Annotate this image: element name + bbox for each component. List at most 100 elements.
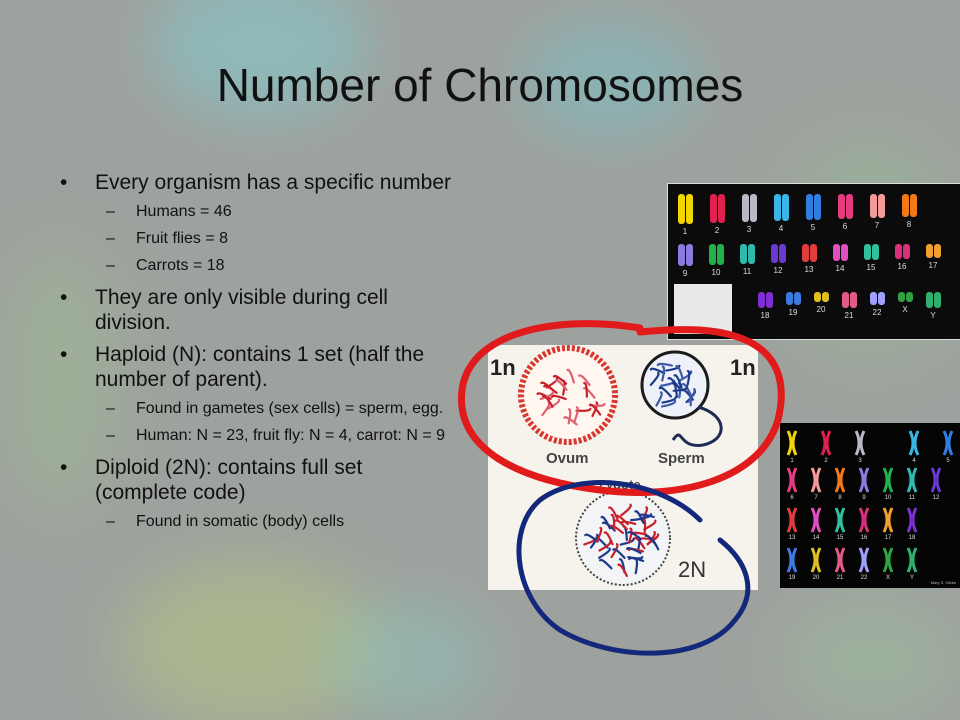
- sub-bullet-text: Carrots = 18: [136, 257, 225, 274]
- chromosome-number: 21: [837, 575, 844, 581]
- chromosome-pair: 2: [820, 430, 832, 464]
- chromosome-shape: [942, 430, 949, 456]
- chromosome-squiggle: [598, 547, 611, 559]
- chromosome-shape: [834, 467, 841, 493]
- chromosome-pair: 3: [854, 430, 866, 464]
- chromosome-pair: 21: [834, 547, 846, 581]
- chromosome-shape: [870, 194, 877, 218]
- chromosome-squiggle: [656, 362, 673, 367]
- chromosome-shape: [887, 547, 894, 573]
- chromosome-pair: 9: [678, 244, 693, 278]
- chromosome-squiggle: [644, 534, 658, 547]
- chromosome-shape: [833, 244, 840, 261]
- chromosome-pair: 19: [786, 292, 801, 317]
- chromosome-number: 5: [946, 458, 950, 464]
- chromosome-pair: Y: [926, 292, 941, 320]
- chromosome-shape: [839, 507, 846, 533]
- chromosome-number: 22: [873, 308, 882, 317]
- chromosome-shape: [709, 244, 716, 265]
- chromosome-shape: [802, 244, 809, 262]
- chromosome-shape: [863, 507, 870, 533]
- chromosome-number: 20: [813, 575, 820, 581]
- chromosome-shape: [791, 467, 798, 493]
- chromosome-squiggle: [649, 371, 660, 386]
- chromosome-shape: [794, 292, 801, 305]
- chromosome-squiggle: [578, 374, 591, 387]
- chromosome-squiggle: [633, 536, 646, 550]
- chromosome-number: 11: [743, 267, 752, 276]
- chromosome-pair: 5: [942, 430, 954, 464]
- chromosome-squiggle: [588, 403, 602, 416]
- chromosome-squiggle: [620, 503, 632, 517]
- chromosome-shape: [906, 547, 913, 573]
- chromosome-number: 19: [789, 575, 796, 581]
- bullet-item: Haploid (N): contains 1 set (half the nu…: [60, 342, 460, 392]
- chromosome-squiggle: [617, 563, 629, 578]
- chromosome-pair: 4: [774, 194, 789, 233]
- sperm-label: Sperm: [658, 450, 705, 467]
- chromosome-shape: [870, 292, 877, 305]
- chromosome-number: 14: [813, 535, 820, 541]
- chromosome-squiggle: [598, 540, 612, 552]
- chromosome-squiggle: [661, 396, 677, 404]
- chromosome-shape: [842, 292, 849, 308]
- chromosome-shape: [758, 292, 765, 308]
- chromosome-shape: [926, 292, 933, 308]
- image-credit: Mary S. Gibbs: [931, 580, 956, 585]
- chromosome-shape: [686, 244, 693, 266]
- chromosome-shape: [926, 244, 933, 258]
- chromosome-shape: [750, 194, 757, 222]
- chromosome-number: 2: [824, 458, 828, 464]
- chromosome-number: 2: [715, 226, 720, 235]
- chromosome-squiggle: [600, 515, 611, 530]
- ovum-cell: [518, 345, 618, 445]
- chromosome-number: 6: [843, 222, 848, 231]
- chromosome-number: 10: [885, 495, 892, 501]
- slide-title: Number of Chromosomes: [216, 59, 744, 111]
- chromosome-pair: 16: [895, 244, 910, 271]
- chromosome-shape: [908, 430, 915, 456]
- chromosome-shape: [930, 467, 937, 493]
- chromosome-shape: [815, 547, 822, 573]
- chromosome-number: 12: [933, 495, 940, 501]
- chromosome-number: 13: [789, 535, 796, 541]
- chromosome-squiggle: [619, 537, 635, 546]
- blue-annotation-circle: [516, 480, 751, 656]
- chromosome-pair: 10: [882, 467, 894, 501]
- chromosome-shape: [810, 467, 817, 493]
- sub-bullet-text: Humans = 46: [136, 203, 232, 220]
- chromosome-shape: [859, 430, 866, 456]
- chromosome-squiggle: [687, 388, 696, 403]
- chromosome-squiggle: [589, 533, 599, 549]
- bullet-item: They are only visible during cell divisi…: [60, 285, 460, 335]
- chromosome-pair: 8: [902, 194, 917, 229]
- chromosome-number: 17: [929, 261, 938, 270]
- chromosome-squiggle: [563, 416, 578, 426]
- sub-bullet-item: –Humans = 46: [60, 202, 460, 221]
- chromosome-pair: 18: [906, 507, 918, 541]
- chromosome-number: 11: [909, 495, 916, 501]
- chromosome-shape: [782, 194, 789, 221]
- chromosome-number: 17: [885, 535, 892, 541]
- chromosome-squiggle: [646, 533, 660, 546]
- chromosome-shape: [786, 467, 793, 493]
- chromosome-pair: 10: [709, 244, 724, 277]
- sub-bullet-item: –Carrots = 18: [60, 256, 460, 275]
- chromosome-number: X: [902, 305, 908, 314]
- chromosome-number: 7: [814, 495, 818, 501]
- red-annotation-circle: [458, 320, 785, 496]
- sperm-tail: [671, 405, 723, 447]
- chromosome-pair: 19: [786, 547, 798, 581]
- chromosome-shape: [898, 292, 905, 302]
- chromosome-shape: [678, 244, 685, 266]
- chromosome-shape: [815, 507, 822, 533]
- chromosome-number: 9: [683, 269, 688, 278]
- label-2n: 2N: [678, 557, 706, 582]
- chromosome-squiggle: [554, 379, 568, 391]
- chromosome-squiggle: [643, 519, 657, 531]
- chromosome-shape: [766, 292, 773, 308]
- sub-bullet-item: – Found in gametes (sex cells) = sperm, …: [60, 399, 460, 418]
- chromosome-number: 14: [836, 264, 845, 273]
